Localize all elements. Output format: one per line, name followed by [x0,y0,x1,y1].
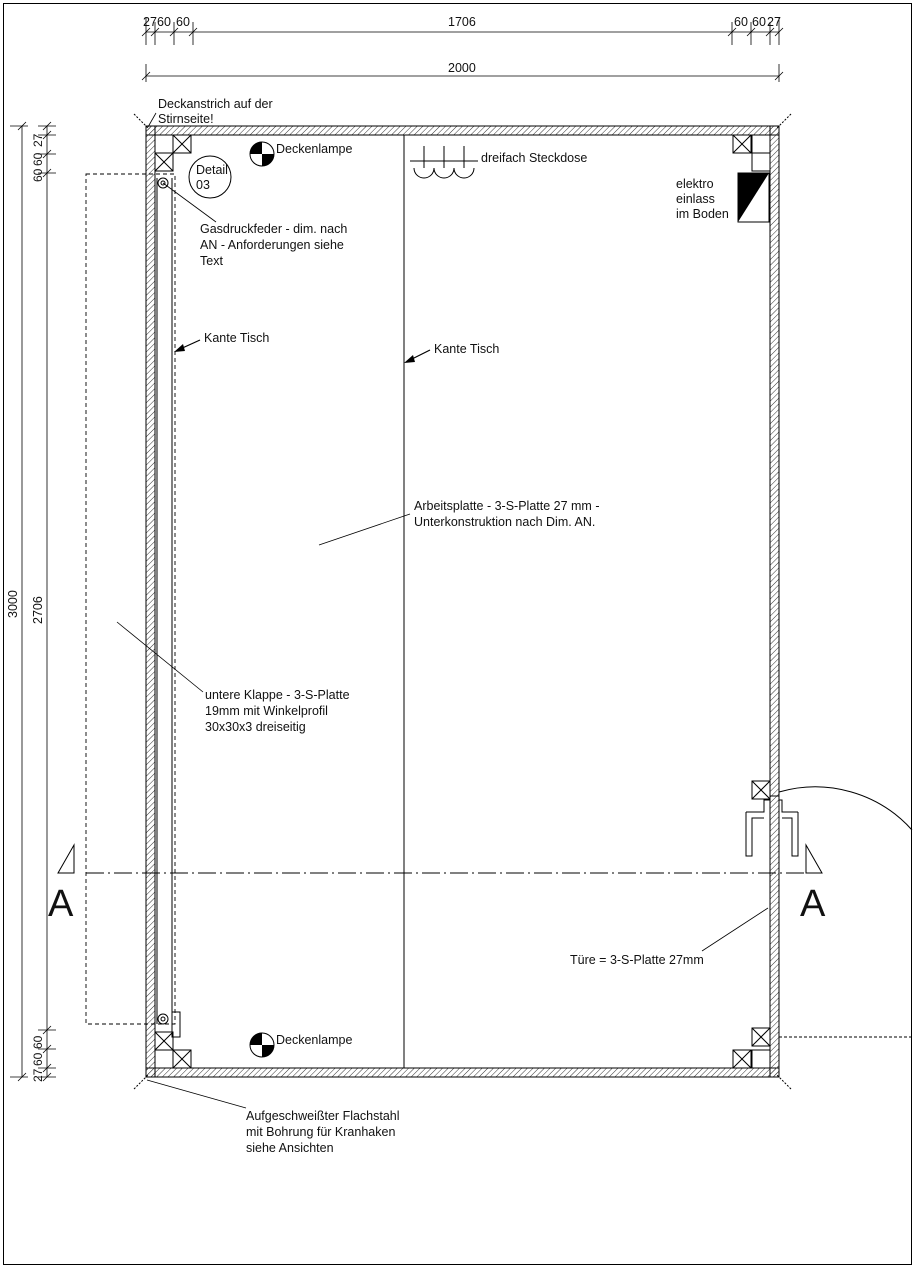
flat-steel-label-2: mit Bohrung für Kranhaken [246,1125,395,1139]
detail-label-1: Detail [196,163,228,177]
table-edge-label-left: Kante Tisch [204,331,269,345]
table-edge-arrow-right [404,349,431,363]
leader-door [701,907,769,952]
dim-top-27-left: 27 [143,15,157,29]
flat-steel-label-3: siehe Ansichten [246,1141,334,1155]
dim-top-60-b: 60 [176,15,190,29]
section-label-right: A [800,883,826,925]
dim-left-27-bottom: 27 [31,1068,45,1082]
worktop-label-1: Arbeitsplatte - 3-S-Platte 27 mm - [414,499,599,513]
table-edges [156,135,405,1068]
electric-inlet-label-1: elektro [676,177,714,191]
dim-left-60-b: 60 [31,168,45,182]
deckanstrich-label-2: Stirnseite! [158,112,214,126]
left-dimension-lines [10,121,56,1082]
dim-top-27-right: 27 [767,15,781,29]
leader-lower-flap [116,621,204,693]
flat-steel-label-1: Aufgeschweißter Flachstahl [246,1109,400,1123]
top-total-dimension [141,64,784,82]
electric-inlet-label-2: einlass [676,192,715,206]
dim-left-27-top: 27 [31,133,45,147]
ceiling-lamp-label-top: Deckenlampe [276,142,352,156]
lower-flap-outline [85,173,176,1025]
dim-top-60-a: 60 [157,15,171,29]
dim-left-60-d: 60 [31,1052,45,1066]
gas-spring-label-1: Gasdruckfeder - dim. nach [200,222,347,236]
dim-top-1706: 1706 [448,15,476,29]
ceiling-lamp-label-bottom: Deckenlampe [276,1033,352,1047]
door-symbol [745,786,913,1038]
dim-top-60-c: 60 [734,15,748,29]
top-dimension-chain [141,18,784,45]
detail-label-2: 03 [196,178,210,192]
leader-worktop [318,513,411,546]
leader-gas-spring [162,182,217,223]
dim-top-2000: 2000 [448,61,476,75]
container-walls [145,125,780,1078]
leader-flat-steel [146,1079,247,1109]
section-label-left: A [48,883,74,925]
corner-posts [154,134,771,1069]
lower-flap-label-2: 19mm mit Winkelprofil [205,704,328,718]
dim-top-60-d: 60 [752,15,766,29]
dim-left-60-c: 60 [31,1035,45,1049]
section-marker-right-triangle [805,843,823,874]
detail-circle [188,155,232,199]
table-edge-arrow-left [174,339,201,352]
door-label: Türe = 3-S-Platte 27mm [570,953,704,967]
dim-left-2706: 2706 [31,596,45,624]
lower-flap-label-3: 30x30x3 dreiseitig [205,720,306,734]
dim-left-60-a: 60 [31,152,45,166]
gas-spring-label-2: AN - Anforderungen siehe [200,238,344,252]
triple-socket-icon [410,146,478,179]
electric-inlet-label-3: im Boden [676,207,729,221]
leader-deckanstrich [147,112,157,128]
lower-flap-label-1: untere Klappe - 3-S-Platte [205,688,350,702]
sheet-border [3,3,912,1265]
worktop-label-2: Unterkonstruktion nach Dim. AN. [414,515,595,529]
floor-electric-inlet-icon [737,172,770,223]
gas-spring-label-3: Text [200,254,223,268]
corner-tabs [133,113,792,1090]
triple-socket-label: dreifach Steckdose [481,151,587,165]
section-marker-left-triangle [57,843,75,874]
dim-left-3000: 3000 [6,590,20,618]
deckanstrich-label-1: Deckanstrich auf der [158,97,273,111]
ceiling-lamp-icon [249,141,275,167]
table-edge-label-right: Kante Tisch [434,342,499,356]
ceiling-lamp-icon [249,1032,275,1058]
